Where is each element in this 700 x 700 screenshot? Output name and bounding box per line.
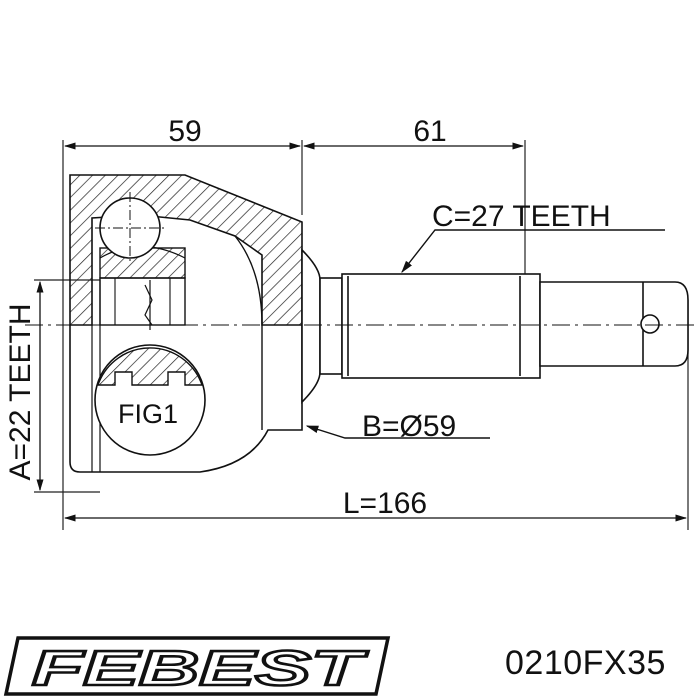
fig1-label: FIG1 (118, 399, 178, 429)
shaft-thread (539, 281, 689, 367)
dim-61-label: 61 (413, 115, 446, 148)
inner-race (99, 245, 186, 326)
diameter-b-label: B=Ø59 (362, 410, 456, 443)
shaft-body (341, 273, 541, 379)
ball-upper (95, 192, 165, 264)
centerlines (25, 285, 695, 326)
fig1-detail: FIG1 (94, 280, 206, 456)
febest-logo: FEBEST (3, 636, 391, 697)
dim-59-label: 59 (168, 115, 201, 148)
part-number: 0210FX35 (505, 644, 666, 682)
housing-outline-bottom (69, 325, 303, 473)
length-l-label: L=166 (343, 487, 427, 520)
spline-c-label: C=27 TEETH (432, 200, 611, 233)
brand-logo-text: FEBEST (32, 642, 369, 696)
leaders (305, 229, 665, 439)
dimension-lines (36, 142, 688, 522)
output-shaft (301, 248, 689, 404)
spline-a-label: A=22 TEETH (4, 303, 37, 480)
shaft-neck (301, 248, 321, 404)
shaft-spline (319, 277, 343, 375)
shaft-end-hole (640, 314, 660, 334)
